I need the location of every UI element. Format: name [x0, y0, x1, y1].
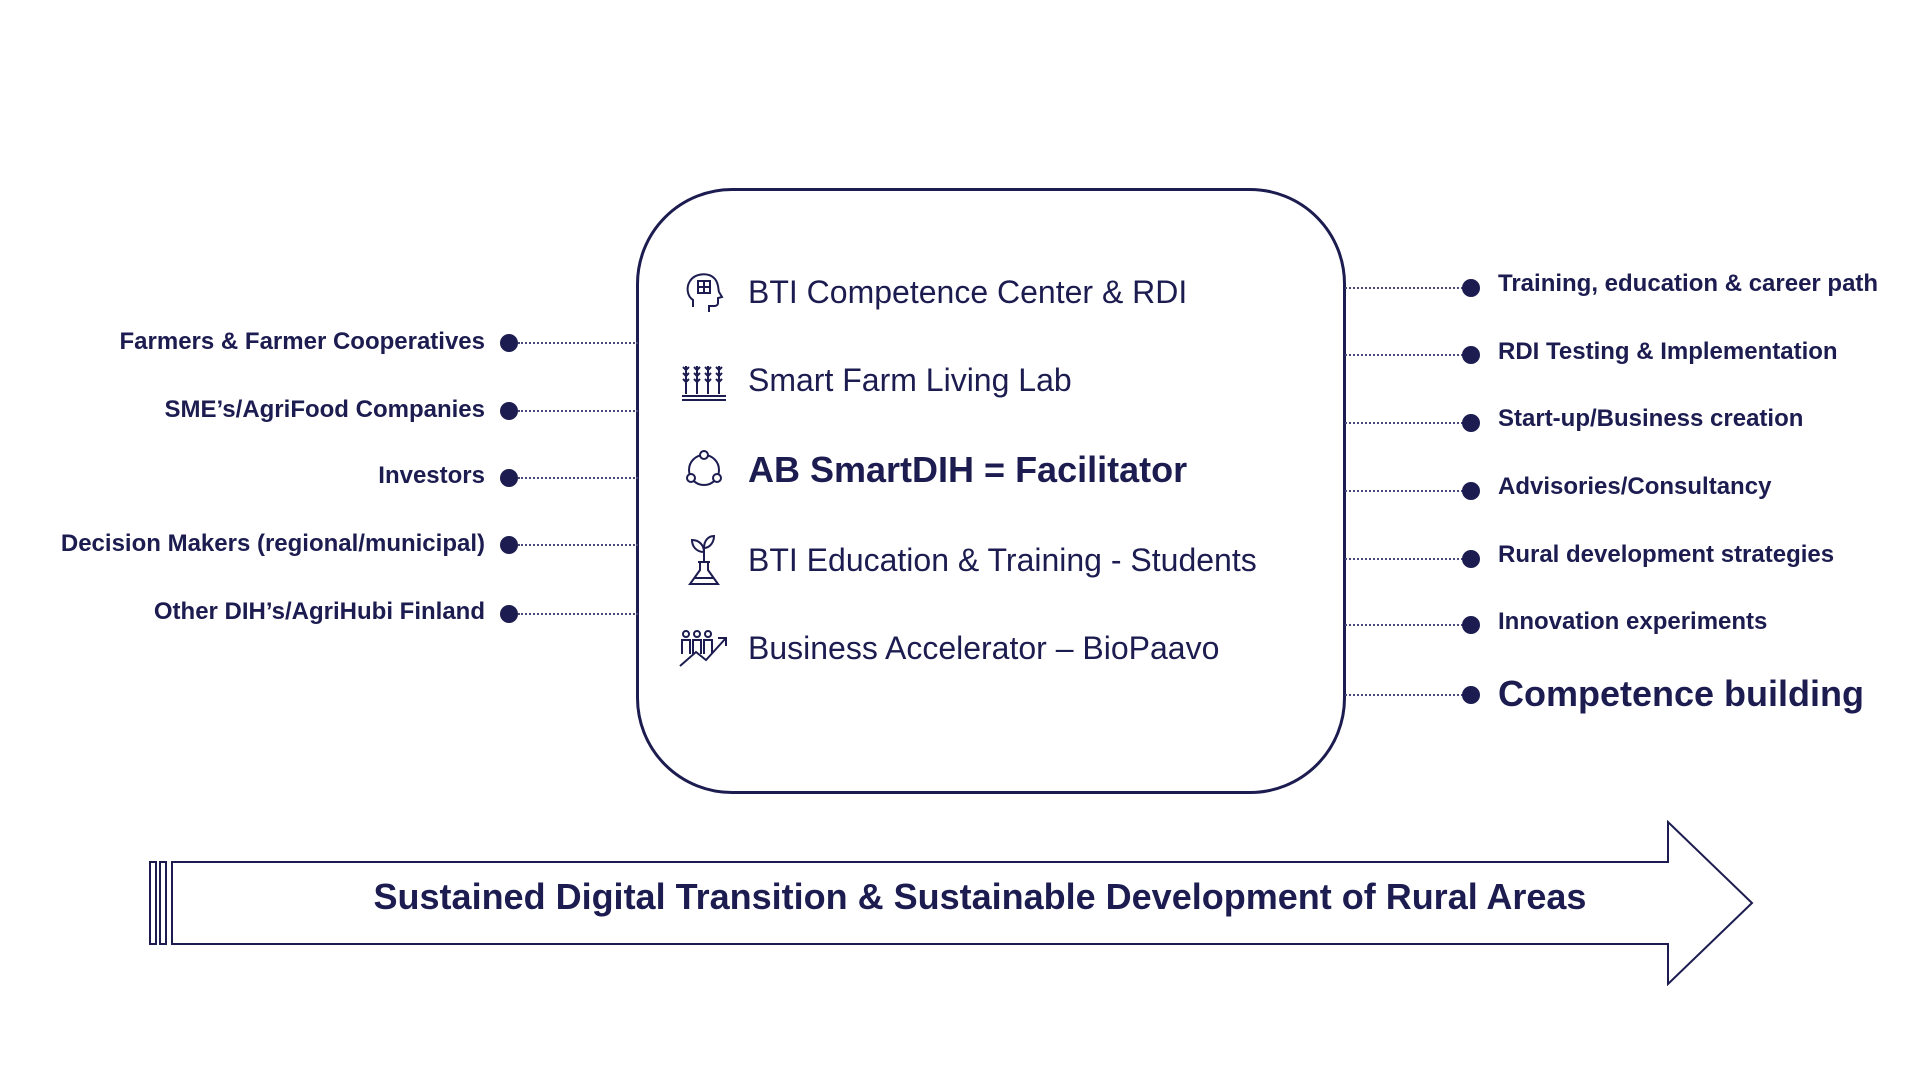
right-label-startup: Start-up/Business creation: [1498, 405, 1804, 432]
right-label-rdi-testing: RDI Testing & Implementation: [1498, 338, 1838, 365]
center-item-label: BTI Education & Training - Students: [748, 541, 1257, 578]
left-label-other-dih: Other DIH’s/AgriHubi Finland: [153, 598, 485, 625]
left-label-decision-makers: Decision Makers (regional/municipal): [60, 530, 485, 557]
left-connector: [518, 410, 638, 412]
right-label-rural-strategies: Rural development strategies: [1498, 541, 1835, 568]
left-dot: [500, 402, 518, 420]
left-connector: [518, 613, 638, 615]
left-connector: [518, 544, 638, 546]
right-label-competence: Competence building: [1498, 673, 1865, 714]
left-connector: [518, 477, 638, 479]
arrow-label: Sustained Digital Transition & Sustainab…: [373, 876, 1587, 917]
left-dot: [500, 334, 518, 352]
center-item-accelerator: Business Accelerator – BioPaavo: [676, 620, 1219, 676]
right-connector: [1345, 354, 1463, 356]
right-connector: [1345, 558, 1463, 560]
left-label-investors: Investors: [378, 462, 485, 489]
arrow-tail-bar: [159, 861, 167, 945]
brain-puzzle-icon: [676, 264, 732, 320]
right-dot: [1462, 686, 1480, 704]
left-dot: [500, 605, 518, 623]
transition-arrow: [149, 820, 1754, 986]
right-connector: [1345, 422, 1463, 424]
network-cycle-icon: [676, 442, 732, 498]
left-label-sme: SME’s/AgriFood Companies: [164, 396, 485, 423]
left-dot: [500, 536, 518, 554]
right-label-training: Training, education & career path: [1498, 270, 1879, 297]
right-dot: [1462, 414, 1480, 432]
team-growth-icon: [676, 620, 732, 676]
center-item-label: Smart Farm Living Lab: [748, 361, 1072, 398]
right-dot: [1462, 616, 1480, 634]
center-item-label: AB SmartDIH = Facilitator: [748, 449, 1188, 490]
center-item-competence-center: BTI Competence Center & RDI: [676, 264, 1187, 320]
wheat-field-icon: [676, 352, 732, 408]
right-dot: [1462, 550, 1480, 568]
center-box: [636, 188, 1346, 794]
right-dot: [1462, 279, 1480, 297]
center-item-education: BTI Education & Training - Students: [676, 532, 1257, 588]
right-connector: [1345, 287, 1463, 289]
arrow-tail-bar: [149, 861, 157, 945]
arrow-body: [171, 820, 1754, 986]
right-label-innovation: Innovation experiments: [1498, 608, 1768, 635]
right-dot: [1462, 482, 1480, 500]
center-item-facilitator: AB SmartDIH = Facilitator: [676, 442, 1187, 498]
center-item-smart-farm: Smart Farm Living Lab: [676, 352, 1072, 408]
center-item-label: BTI Competence Center & RDI: [748, 273, 1188, 310]
left-label-farmers: Farmers & Farmer Cooperatives: [119, 328, 485, 355]
right-connector: [1345, 490, 1463, 492]
right-connector: [1345, 624, 1463, 626]
flask-plant-icon: [676, 532, 732, 588]
left-connector: [518, 342, 638, 344]
right-dot: [1462, 346, 1480, 364]
center-item-label: Business Accelerator – BioPaavo: [748, 629, 1220, 666]
right-connector: [1345, 694, 1463, 696]
right-label-advisories: Advisories/Consultancy: [1498, 473, 1772, 500]
left-dot: [500, 469, 518, 487]
